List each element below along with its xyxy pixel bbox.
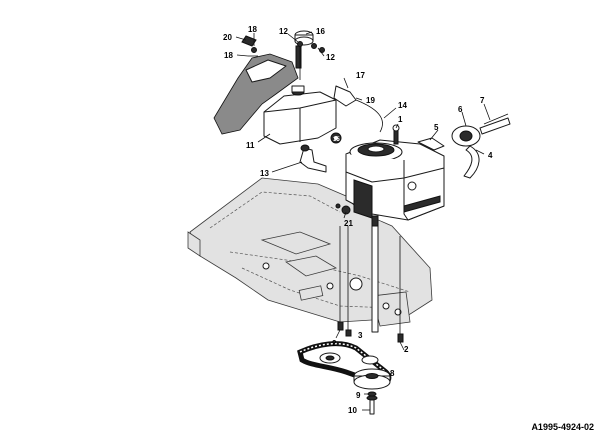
callout-2: 2 [404,345,409,354]
fuel-hose [299,144,327,173]
callout-8: 8 [390,369,395,378]
leader-lines [235,31,491,411]
callout-6: 6 [458,105,463,114]
callout-10: 10 [348,406,357,415]
callout-9: 9 [356,391,361,400]
callout-4: 4 [488,151,493,160]
callout-16: 16 [316,27,325,36]
pulley-bolt [366,391,378,415]
callout-15: 15 [333,137,340,143]
callout-21: 21 [344,219,353,228]
hose-clamp [330,132,342,144]
callout-12: 12 [279,27,288,36]
fuel-tank [263,85,337,145]
callout-1: 1 [398,115,403,124]
callout-17: 17 [356,71,365,80]
callout-13: 13 [260,169,269,178]
muffler [451,113,511,179]
callout-14: 14 [398,101,407,110]
document-id: A1995-4924-02 [531,422,594,432]
callout-20: 20 [223,33,232,42]
callout-18: 18 [224,51,233,60]
callout-5: 5 [434,123,439,132]
callout-7: 7 [480,96,485,105]
callout-11: 11 [246,141,255,150]
engine [345,124,445,333]
callout-12: 12 [326,53,335,62]
callout-labels: 20 18 18 12 16 12 17 19 14 15 11 13 1 5 … [223,25,493,415]
engine-pulley [353,368,391,390]
idler-pulley [319,352,379,365]
callout-18: 18 [248,25,257,34]
fasteners [241,35,404,343]
callout-3: 3 [358,331,363,340]
throttle-cable [333,85,383,133]
callout-2: 2 [332,339,337,348]
callout-19: 19 [366,96,375,105]
